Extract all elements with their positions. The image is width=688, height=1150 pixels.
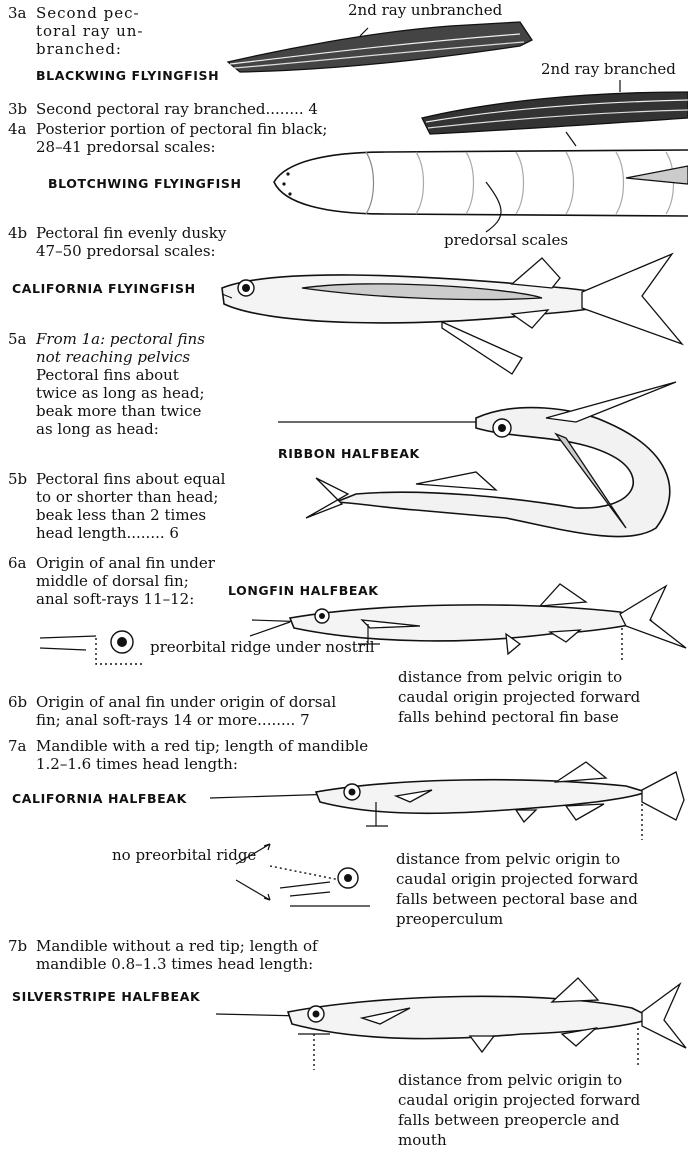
species-california-flyingfish: CALIFORNIA FLYINGFISH [12,281,196,296]
species-blotchwing-flyingfish: BLOTCHWING FLYINGFISH [48,176,242,191]
key-5a-italic: From 1a: pectoral fins not reaching pelv… [36,330,205,366]
label-2nd-ray-unbranched: 2nd ray unbranched [348,1,502,19]
key-7b-number: 7b [8,937,27,955]
silverstripe-halfbeak-illustration [212,978,688,1070]
california-halfbeak-illustration [206,760,688,842]
key-4b-number: 4b [8,224,27,242]
key-5b-number: 5b [8,470,27,488]
key-5b-text: Pectoral fins about equal to or shorter … [36,470,225,542]
label-distance-mouth: distance from pelvic origin to caudal or… [398,1070,640,1150]
key-6a-text: Origin of anal fin under middle of dorsa… [36,554,215,608]
key-5a-number: 5a [8,330,27,348]
label-distance-preoperculum: distance from pelvic origin to caudal or… [396,849,638,929]
preorbital-ridge-inset [36,628,146,668]
ribbon-halfbeak-illustration [276,378,688,550]
label-2nd-ray-branched: 2nd ray branched [541,60,676,78]
key-7a-number: 7a [8,737,27,755]
label-predorsal-scales: predorsal scales [444,231,568,249]
key-3a-text: Second pec- toral ray un- branched: [36,4,143,58]
longfin-halfbeak-illustration [250,584,688,678]
key-4a-number: 4a [8,120,27,138]
species-blackwing-flyingfish: BLACKWING FLYINGFISH [36,68,219,83]
key-3a-number: 3a [8,4,27,22]
species-silverstripe-halfbeak: SILVERSTRIPE HALFBEAK [12,989,200,1004]
key-6b-number: 6b [8,693,27,711]
california-flyingfish-illustration [212,248,688,378]
key-6a-number: 6a [8,554,27,572]
key-6b-text: Origin of anal fin under origin of dorsa… [36,693,336,729]
key-5a-text: Pectoral fins about twice as long as hea… [36,366,205,438]
key-4b-text: Pectoral fin evenly dusky 47–50 predorsa… [36,224,226,260]
key-7b-text: Mandible without a red tip; length of ma… [36,937,318,973]
unbranched-pectoral-fin-illustration [220,10,540,80]
key-3b-number: 3b [8,100,27,118]
key-3b-text: Second pectoral ray branched........ 4 [36,100,318,118]
branched-pectoral-fin-illustration [410,78,688,138]
label-no-preorbital-ridge: no preorbital ridge [112,846,256,864]
flyingfish-head-top-view [266,138,688,228]
label-distance-pectoral-base: distance from pelvic origin to caudal or… [398,667,640,727]
species-california-halfbeak: CALIFORNIA HALFBEAK [12,791,187,806]
